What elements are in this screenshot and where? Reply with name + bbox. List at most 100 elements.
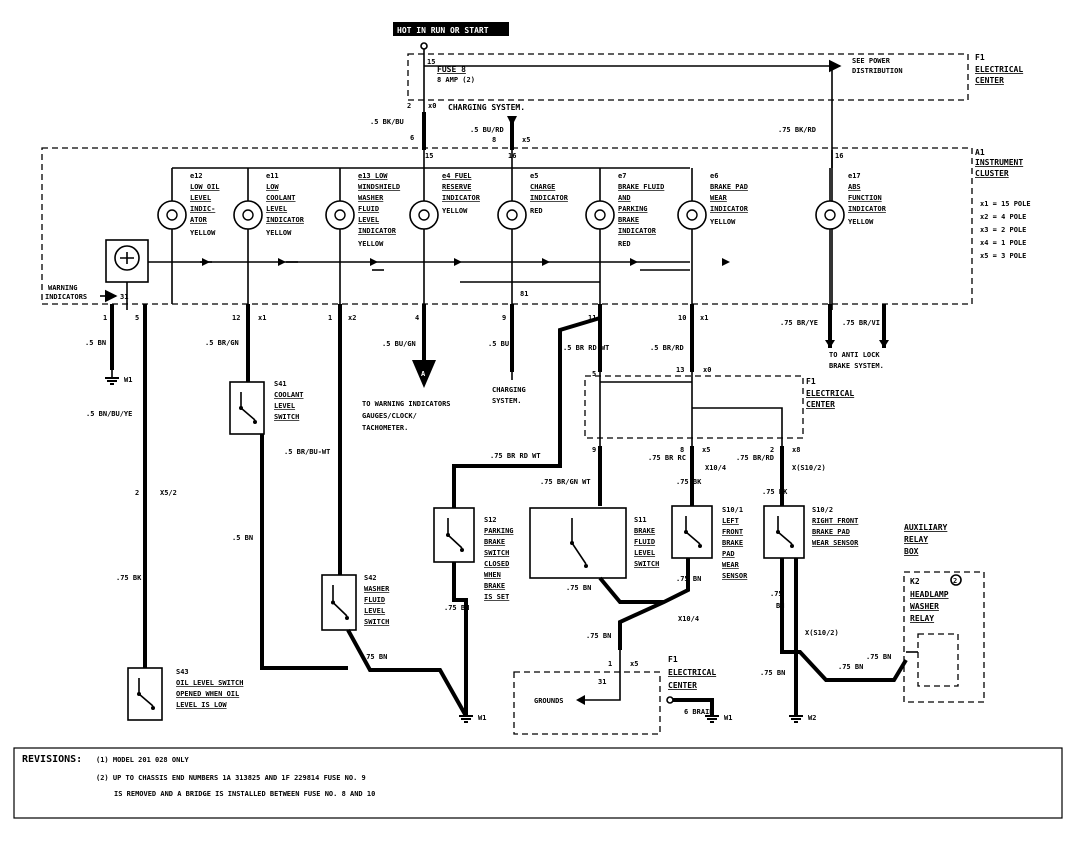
bn-75r: .75 xyxy=(770,590,783,598)
switch-s102-text: S10/2 xyxy=(812,506,833,514)
wire-brrd2: .75 BR/RD xyxy=(736,454,774,462)
see-power-1: SEE POWER xyxy=(852,57,891,65)
svg-text:W2: W2 xyxy=(808,714,816,722)
fuse-pin-2: 2 xyxy=(407,102,411,110)
wire-bn-s12: .75 BN xyxy=(444,604,469,612)
ec-x5: x5 xyxy=(702,446,710,454)
gbox-31: 31 xyxy=(598,678,606,686)
cluster-label-2: CLUSTER xyxy=(975,169,1009,178)
cl-pin-15: 15 xyxy=(425,152,433,160)
warning-label-2: INDICATORS xyxy=(45,293,87,301)
aux-1: AUXILIARY xyxy=(904,523,948,532)
k2-4: RELAY xyxy=(910,614,934,623)
braid-label: 6 BRAID xyxy=(684,708,714,716)
ec-mid-2: CENTER xyxy=(806,400,835,409)
switch-s12-text: WHEN xyxy=(484,571,501,579)
aux-2: RELAY xyxy=(904,535,928,544)
fuse-pin-15: 15 xyxy=(427,58,435,66)
switch-s43-text: OIL LEVEL SWITCH xyxy=(176,679,243,687)
lamp-e7-text: AND xyxy=(618,194,631,202)
switch-s101-text: WEAR xyxy=(722,561,740,569)
lamp-e7-color: RED xyxy=(618,240,631,248)
fuse-rating: 8 AMP (2) xyxy=(437,76,475,84)
switch-s43-text: S43 xyxy=(176,668,189,676)
lamp-e12-text: ATOR xyxy=(190,216,208,224)
hot-label-bg xyxy=(393,22,509,36)
switch-s101-text: FRONT xyxy=(722,528,743,536)
ground-w1a: W1 xyxy=(105,376,132,385)
lamp-e12-text: LOW OIL xyxy=(190,183,220,191)
lamp-e12-text: LEVEL xyxy=(190,194,211,202)
switch-s41-text: LEVEL xyxy=(274,402,295,410)
ec-mid-f1: F1 xyxy=(806,377,816,386)
lamp-e13-text: INDICATOR xyxy=(358,227,397,235)
pin-b4: 4 xyxy=(415,314,419,322)
pin-bx2: x2 xyxy=(348,314,356,322)
lamp-e6-text: INDICATOR xyxy=(710,205,749,213)
grounds-ec1: ELECTRICAL xyxy=(668,668,716,677)
xs102b: X(S10/2) xyxy=(805,629,839,637)
switch-s101-text: PAD xyxy=(722,550,735,558)
xs102: X(S10/2) xyxy=(792,464,826,472)
x5-top: x5 xyxy=(522,136,530,144)
pin-b1b: 1 xyxy=(328,314,332,322)
wire-brvi: .75 BR/VI xyxy=(842,319,880,327)
svg-text:x4 = 1 POLE: x4 = 1 POLE xyxy=(980,239,1026,247)
gbox-pin1: 1 xyxy=(608,660,612,668)
aux-relay-box xyxy=(903,571,985,703)
lamp-e7-text: INDICATOR xyxy=(618,227,657,235)
wire-bk2: .75 BK xyxy=(676,478,702,486)
lamp-e5-text: e5 xyxy=(530,172,538,180)
switch-s41-text: SWITCH xyxy=(274,413,299,421)
lamp-e17-color: YELLOW xyxy=(848,218,874,226)
svg-text:x2 = 4 POLE: x2 = 4 POLE xyxy=(980,213,1026,221)
fuse-x0: x0 xyxy=(428,102,436,110)
switch-s11-text: BRAKE xyxy=(634,527,655,535)
ec-pin-9: 9 xyxy=(592,446,596,454)
k2-1: K2 xyxy=(910,577,920,586)
k2-2: HEADLAMP xyxy=(910,590,949,599)
lamp-e6-text: WEAR xyxy=(710,194,728,202)
wire-bn-r: .75 BN xyxy=(760,669,785,677)
svg-text:W1: W1 xyxy=(724,714,732,722)
switch-s42-text: LEVEL xyxy=(364,607,385,615)
warn-note-1: TO WARNING INDICATORS xyxy=(362,400,451,408)
ground-w1b: W1 xyxy=(459,714,486,723)
switch-s11-text: FLUID xyxy=(634,538,655,546)
lamp-e7-text: BRAKE FLUID xyxy=(618,183,664,191)
lamp-e11-text: COOLANT xyxy=(266,194,296,202)
warn-note-3: TACHOMETER. xyxy=(362,424,408,432)
ec-pin-2: 2 xyxy=(770,446,774,454)
wire-brbuwt: .5 BR/BU-WT xyxy=(284,448,330,456)
wire-bkrd: .75 BK/RD xyxy=(778,126,816,134)
switch-s102-text: RIGHT FRONT xyxy=(812,517,858,525)
lamp-e13-text: FLUID xyxy=(358,205,379,213)
switch-s42-text: FLUID xyxy=(364,596,385,604)
abs-note-2: BRAKE SYSTEM. xyxy=(829,362,884,370)
pin-b5: 5 xyxy=(135,314,139,322)
lamp-e6-text: BRAKE PAD xyxy=(710,183,748,191)
lamp-e5-text: INDICATOR xyxy=(530,194,569,202)
ec-pin-8: 8 xyxy=(680,446,684,454)
charging-2b: SYSTEM. xyxy=(492,397,522,405)
ec-mid-1: ELECTRICAL xyxy=(806,389,854,398)
switch-s11-text: SWITCH xyxy=(634,560,659,568)
switch-s101-text: S10/1 xyxy=(722,506,743,514)
wire-bn2: .5 BN xyxy=(232,534,253,542)
switch-s12-text: BRAKE xyxy=(484,538,505,546)
switch-s11-text: LEVEL xyxy=(634,549,655,557)
lamp-e13-text: WINDSHIELD xyxy=(358,183,400,191)
gbox-x5: x5 xyxy=(630,660,638,668)
wire-bk1: .75 BK xyxy=(116,574,142,582)
svg-text:W1: W1 xyxy=(478,714,486,722)
lamp-e11-text: INDICATOR xyxy=(266,216,305,224)
svg-text:x5 = 3 POLE: x5 = 3 POLE xyxy=(980,252,1026,260)
pin-b12: 12 xyxy=(232,314,240,322)
